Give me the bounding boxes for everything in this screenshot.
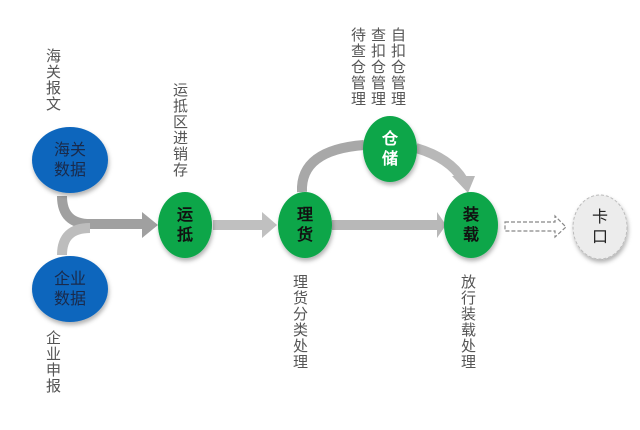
enterprise-data-node: 企业 数据 (32, 256, 108, 322)
node-text: 数据 (53, 289, 86, 308)
enterprise-branch-arrow (57, 223, 91, 256)
gate-node-shape (572, 194, 628, 260)
node-text: 运 (176, 205, 193, 224)
customs-data-node: 海关 数据 (32, 127, 108, 193)
tally-node-shape (278, 192, 332, 258)
tally-process-label: 理货分类处理 (291, 274, 309, 370)
node-text: 口 (591, 227, 608, 246)
node-text: 载 (462, 225, 479, 244)
node-text: 卡 (591, 207, 608, 226)
node-text: 仓 (381, 129, 398, 148)
node-text: 数据 (53, 160, 86, 179)
loading-gate-dashed-arrow (504, 214, 567, 239)
customs-data-node-shape (32, 127, 108, 193)
customs-message-label: 海关报文 (44, 48, 62, 112)
tally-node: 理 货 (278, 192, 332, 258)
arrival-tally-arrowhead (262, 212, 277, 238)
enterprise-data-node-shape (32, 256, 108, 322)
node-text: 抵 (176, 225, 193, 244)
node-text: 海关 (53, 140, 86, 159)
tally-loading-arrow (332, 220, 440, 230)
arrival-node: 运 抵 (158, 192, 212, 258)
merge-arrowhead (142, 212, 158, 238)
storage-node: 仓 储 (363, 116, 417, 182)
tally-loading-arrowhead (437, 212, 446, 238)
storage-node-shape (363, 116, 417, 182)
storage-loading-arrowhead (452, 176, 475, 193)
pending-check-label: 待查仓管理 (349, 27, 367, 107)
customs-branch-arrow (57, 195, 145, 229)
tally-storage-arrow (296, 140, 365, 193)
self-seized-label: 自扣仓管理 (389, 27, 407, 107)
storage-loading-arrow (414, 143, 468, 183)
node-text: 储 (381, 149, 398, 168)
arrival-node-shape (158, 192, 212, 258)
node-text: 企业 (53, 269, 86, 288)
arrival-inventory-label: 运抵区进销存 (171, 82, 189, 178)
seized-check-label: 查扣仓管理 (369, 27, 387, 107)
gate-node: 卡 口 (573, 195, 627, 259)
release-loading-label: 放行装载处理 (459, 274, 477, 370)
arrival-tally-arrow (213, 220, 263, 230)
node-text: 理 (296, 205, 313, 224)
node-text: 装 (462, 205, 479, 224)
loading-node-shape (444, 192, 498, 258)
node-text: 货 (296, 225, 313, 244)
enterprise-declare-label: 企业申报 (44, 330, 62, 394)
loading-node: 装 载 (444, 192, 498, 258)
